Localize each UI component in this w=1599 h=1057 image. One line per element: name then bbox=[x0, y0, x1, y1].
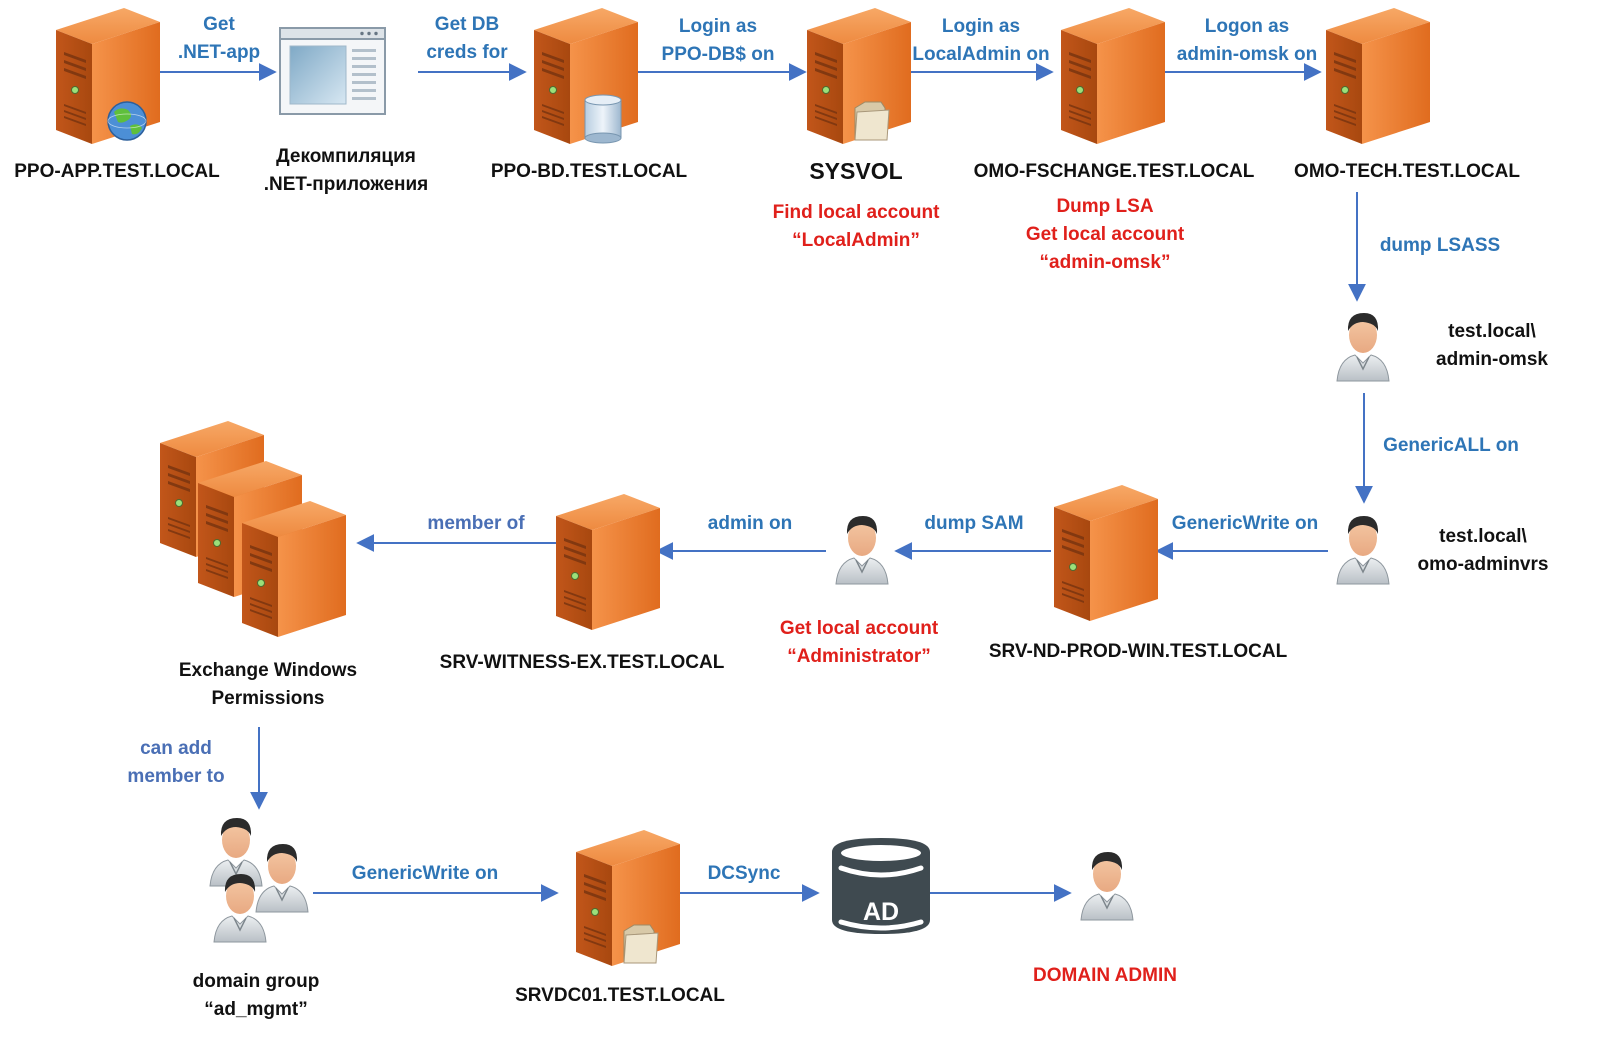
edge-label-member-of: member of bbox=[427, 513, 525, 534]
app-window-icon bbox=[279, 27, 386, 115]
node-note-omo-fschange: Dump LSA Get local account “admin-omsk” bbox=[1025, 196, 1185, 273]
edge-label-dump-lsass: dump LSASS bbox=[1379, 235, 1501, 256]
edge-label-login-ppo-db: Login as PPO-DB$ on bbox=[661, 16, 775, 65]
node-label-exchange-perms: Exchange Windows Permissions bbox=[178, 660, 358, 709]
node-label-omo-adminvrs: test.local\ omo-adminvrs bbox=[1417, 526, 1549, 575]
server-group-icon bbox=[159, 420, 347, 638]
user-icon bbox=[835, 515, 889, 585]
edge-lines bbox=[158, 63, 1373, 902]
node-label-srv-witness: SRV-WITNESS-EX.TEST.LOCAL bbox=[439, 652, 725, 673]
node-label-ad-mgmt: domain group “ad_mgmt” bbox=[192, 971, 320, 1020]
edge-label-get-db-creds: Get DB creds for bbox=[426, 14, 508, 63]
user-icon bbox=[1336, 515, 1390, 585]
user-group-icon bbox=[209, 817, 309, 943]
node-label-sysvol: SYSVOL bbox=[809, 158, 903, 184]
node-note-local-administrator: Get local account “Administrator” bbox=[779, 618, 939, 667]
node-label-srvdc01: SRVDC01.TEST.LOCAL bbox=[515, 985, 725, 1006]
node-label-srv-nd-prod: SRV-ND-PROD-WIN.TEST.LOCAL bbox=[988, 641, 1288, 662]
server-icon bbox=[1053, 484, 1159, 622]
user-icon bbox=[1080, 851, 1134, 921]
node-label-omo-tech: OMO-TECH.TEST.LOCAL bbox=[1294, 161, 1520, 182]
ad-label: AD bbox=[863, 898, 899, 926]
edge-label-dump-sam: dump SAM bbox=[924, 513, 1024, 534]
node-label-omo-fschange: OMO-FSCHANGE.TEST.LOCAL bbox=[973, 161, 1255, 182]
user-icon bbox=[1336, 312, 1390, 382]
edge-label-genericall: GenericALL on bbox=[1383, 435, 1519, 456]
database-server-icon bbox=[533, 7, 639, 145]
server-folder-icon bbox=[575, 829, 681, 967]
node-note-sysvol: Find local account “LocalAdmin” bbox=[772, 202, 940, 251]
node-label-ppo-app: PPO-APP.TEST.LOCAL bbox=[14, 161, 220, 182]
edge-label-can-add-member: can add member to bbox=[127, 738, 225, 787]
node-label-decompile: Декомпиляция .NET-приложения bbox=[263, 146, 429, 195]
node-label-domain-admin: DOMAIN ADMIN bbox=[1033, 965, 1177, 986]
edge-label-logon-admin-omsk: Logon as admin-omsk on bbox=[1176, 16, 1318, 65]
edge-label-genericwrite-dc: GenericWrite on bbox=[351, 863, 499, 884]
ad-database-icon: AD bbox=[832, 838, 930, 934]
server-globe-icon bbox=[55, 7, 161, 145]
node-label-ppo-bd: PPO-BD.TEST.LOCAL bbox=[490, 161, 688, 182]
server-icon bbox=[1325, 7, 1431, 145]
server-folder-icon bbox=[806, 7, 912, 145]
edge-label-genericwrite-nd: GenericWrite on bbox=[1171, 513, 1319, 534]
edge-label-dcsync: DCSync bbox=[707, 863, 781, 884]
edge-label-login-localadmin: Login as LocalAdmin on bbox=[912, 16, 1050, 65]
node-label-admin-omsk: test.local\ admin-omsk bbox=[1436, 321, 1548, 370]
edge-label-get-net-app: Get .NET-app bbox=[177, 14, 261, 63]
server-icon bbox=[1060, 7, 1166, 145]
edge-label-admin-on: admin on bbox=[707, 513, 793, 534]
server-icon bbox=[555, 493, 661, 631]
